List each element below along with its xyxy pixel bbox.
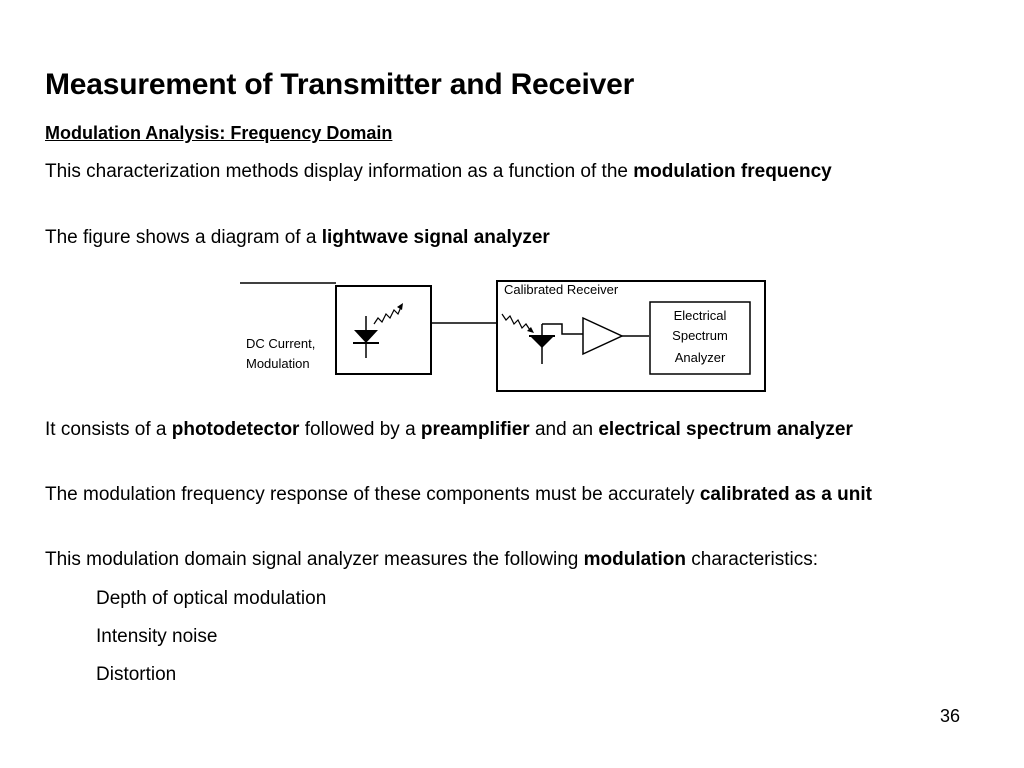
section-subtitle: Modulation Analysis: Frequency Domain bbox=[45, 123, 393, 143]
paragraph-calibration: The modulation frequency response of the… bbox=[45, 481, 979, 508]
photodetector-icon bbox=[501, 313, 583, 364]
paragraph-text: The figure shows a diagram of a bbox=[45, 227, 322, 248]
bold-term: modulation frequency bbox=[633, 161, 832, 182]
list-item: Distortion bbox=[96, 664, 177, 685]
paragraph-text: The modulation frequency response of the… bbox=[45, 484, 700, 505]
source-box bbox=[335, 285, 432, 375]
bold-term: calibrated as a unit bbox=[699, 484, 872, 505]
slide-title: Measurement of Transmitter and Receiver bbox=[45, 68, 635, 101]
calibrated-receiver-box bbox=[496, 280, 766, 392]
list-item: Intensity noise bbox=[96, 626, 218, 647]
bold-term: preamplifier bbox=[420, 419, 530, 440]
paragraph-text: characteristics: bbox=[686, 549, 818, 570]
paragraph-text: This modulation domain signal analyzer m… bbox=[45, 549, 584, 570]
bold-term: modulation bbox=[583, 549, 687, 570]
analyzer-label-line3: Analyzer bbox=[675, 350, 726, 365]
laser-diode-icon bbox=[353, 303, 403, 358]
paragraph-text: and an bbox=[529, 419, 599, 440]
calibrated-receiver-label: Calibrated Receiver bbox=[504, 282, 619, 297]
input-label-line1: DC Current, bbox=[246, 336, 315, 351]
analyzer-label-line2: Spectrum bbox=[672, 328, 728, 343]
preamplifier-icon bbox=[582, 316, 624, 356]
list-item: Depth of optical modulation bbox=[96, 588, 327, 609]
bold-term: lightwave signal analyzer bbox=[321, 227, 550, 248]
analyzer-label-line1: Electrical bbox=[674, 308, 727, 323]
spectrum-analyzer-box bbox=[649, 301, 751, 375]
page-number: 36 bbox=[940, 706, 961, 726]
paragraph-modulation-frequency: This characterization methods display in… bbox=[45, 158, 979, 185]
lightwave-signal-analyzer-diagram: DC Current, Modulation Calibrated Receiv… bbox=[240, 280, 766, 392]
paragraph-characteristics: This modulation domain signal analyzer m… bbox=[45, 546, 979, 573]
bold-term: photodetector bbox=[171, 419, 300, 440]
paragraph-components: It consists of a photodetector followed … bbox=[45, 416, 979, 443]
paragraph-figure-intro: The figure shows a diagram of a lightwav… bbox=[45, 224, 979, 251]
paragraph-text: followed by a bbox=[299, 419, 421, 440]
bold-term: electrical spectrum analyzer bbox=[598, 419, 853, 440]
paragraph-text: This characterization methods display in… bbox=[45, 161, 634, 182]
paragraph-text: It consists of a bbox=[45, 419, 172, 440]
input-label-line2: Modulation bbox=[246, 356, 310, 371]
